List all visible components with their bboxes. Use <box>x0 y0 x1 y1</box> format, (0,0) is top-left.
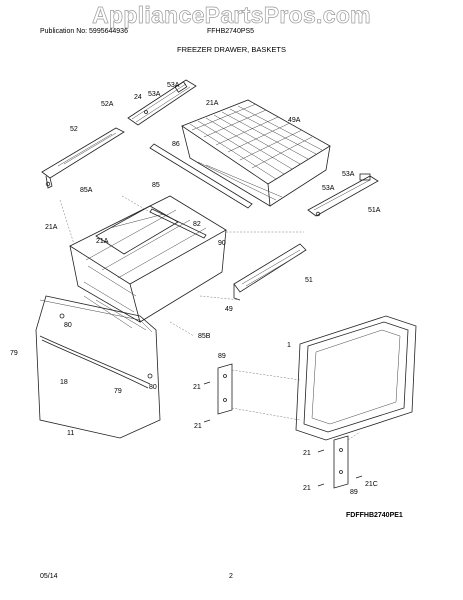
right-slide-rail <box>307 173 379 217</box>
label-21: 21 <box>303 485 311 492</box>
label-52: 52 <box>70 126 78 133</box>
label-53a: 53A <box>342 171 355 178</box>
label-80: 80 <box>149 384 157 391</box>
label-11: 11 <box>67 430 74 437</box>
right-drawer-rail <box>233 243 307 301</box>
bar-82 <box>149 208 207 239</box>
label-85: 85 <box>152 182 160 189</box>
leader-lines <box>59 195 304 337</box>
bracket-top <box>217 363 233 415</box>
label-49a: 49A <box>288 117 301 124</box>
diagram-code: FDFFHB2740PE1 <box>346 512 403 519</box>
label-89: 89 <box>218 353 226 360</box>
part-labels: 53A 53A 24 52A 21A 49A 52 86 53A 53A 51A… <box>10 82 381 496</box>
label-85a: 85A <box>80 187 93 194</box>
label-90: 90 <box>218 240 226 247</box>
publication-number: Publication No: 5995644936 <box>40 28 128 35</box>
label-79: 79 <box>10 350 18 357</box>
label-82: 82 <box>193 221 201 228</box>
label-89: 89 <box>350 489 358 496</box>
section-title: FREEZER DRAWER, BASKETS <box>177 45 286 54</box>
label-51a: 51A <box>368 207 381 214</box>
label-53a: 53A <box>148 91 161 98</box>
label-49: 49 <box>225 306 233 313</box>
footer-date: 05/14 <box>40 573 58 580</box>
plastic-basket <box>69 195 227 331</box>
label-21a: 21A <box>206 100 219 107</box>
label-21: 21 <box>303 450 311 457</box>
leader-lines-lower <box>231 369 361 441</box>
label-21: 21 <box>193 384 201 391</box>
label-51: 51 <box>305 277 313 284</box>
label-85b: 85B <box>198 333 211 340</box>
label-18: 18 <box>60 379 68 386</box>
label-21a: 21A <box>96 238 109 245</box>
page-number: 2 <box>229 573 233 580</box>
slide-rail-bracket-top <box>127 79 197 126</box>
label-53a: 53A <box>167 82 180 89</box>
label-21c: 21C <box>365 481 378 488</box>
drawer-front <box>35 295 161 439</box>
label-79: 79 <box>114 388 122 395</box>
label-53a: 53A <box>322 185 335 192</box>
label-1: 1 <box>287 342 291 349</box>
label-86: 86 <box>172 141 180 148</box>
wire-basket <box>181 99 331 207</box>
door-gasket-frame <box>295 315 417 441</box>
left-slide-rail <box>41 127 125 189</box>
model-number: FFHB2740PS5 <box>207 28 255 35</box>
label-21: 21 <box>194 423 202 430</box>
label-21a: 21A <box>45 224 58 231</box>
screws <box>203 381 363 487</box>
bracket-bottom <box>333 435 349 489</box>
rail-86 <box>149 143 253 209</box>
label-24: 24 <box>134 94 142 101</box>
watermark: AppliancePartsPros.com <box>92 2 371 29</box>
label-52a: 52A <box>101 101 114 108</box>
label-80: 80 <box>64 322 72 329</box>
